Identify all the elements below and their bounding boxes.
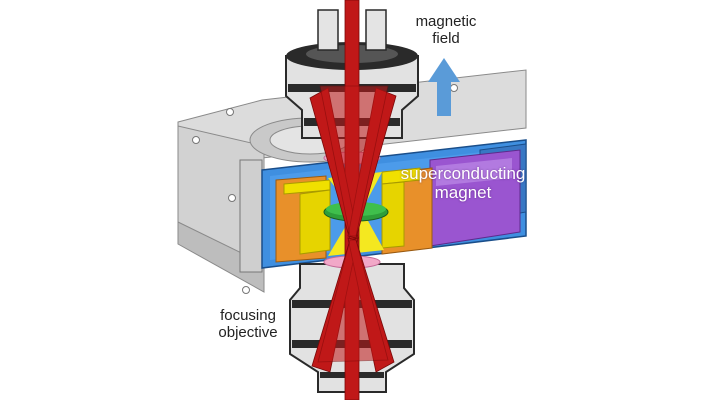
top-mount-post-left — [317, 9, 339, 51]
field-arrow-head — [428, 58, 460, 82]
laser-beams — [309, 0, 397, 400]
magnetic-field-arrow — [428, 58, 460, 116]
field-arrow-shaft — [437, 80, 451, 116]
superconducting-magnet-label: superconducting magnet — [388, 164, 538, 202]
housing-side-face — [177, 221, 265, 293]
magnetic-field-label-line-2: field — [432, 29, 460, 47]
magnetic-field-label: magnetic field — [396, 13, 496, 48]
superconducting-magnet-label-line-2: magnet — [434, 183, 492, 203]
screw-hole-1 — [192, 136, 200, 144]
focusing-objective-label-line-1: focusing — [220, 307, 276, 324]
screw-hole-2 — [226, 108, 234, 116]
superconducting-magnet-label-line-1: superconducting — [400, 164, 526, 183]
laser-fan-upper — [319, 85, 389, 237]
focusing-objective-label: focusing objective — [200, 307, 296, 342]
coil-highlight — [436, 158, 512, 186]
top-mount-post-right — [365, 9, 387, 51]
housing-inner-frame — [239, 159, 263, 273]
laser-fan-lower — [317, 239, 389, 363]
magnetic-field-label-line-1: magnetic — [415, 13, 477, 30]
screw-hole-5 — [242, 286, 250, 294]
right-yellow-pole — [381, 167, 421, 185]
superconducting-magnet-coil — [429, 149, 521, 247]
screw-hole-4 — [228, 194, 236, 202]
right-yellow-pole-side — [381, 181, 405, 249]
screw-hole-3 — [450, 84, 458, 92]
left-yellow-pole-side — [299, 189, 331, 255]
focusing-objective-label-line-2: objective — [218, 323, 278, 341]
